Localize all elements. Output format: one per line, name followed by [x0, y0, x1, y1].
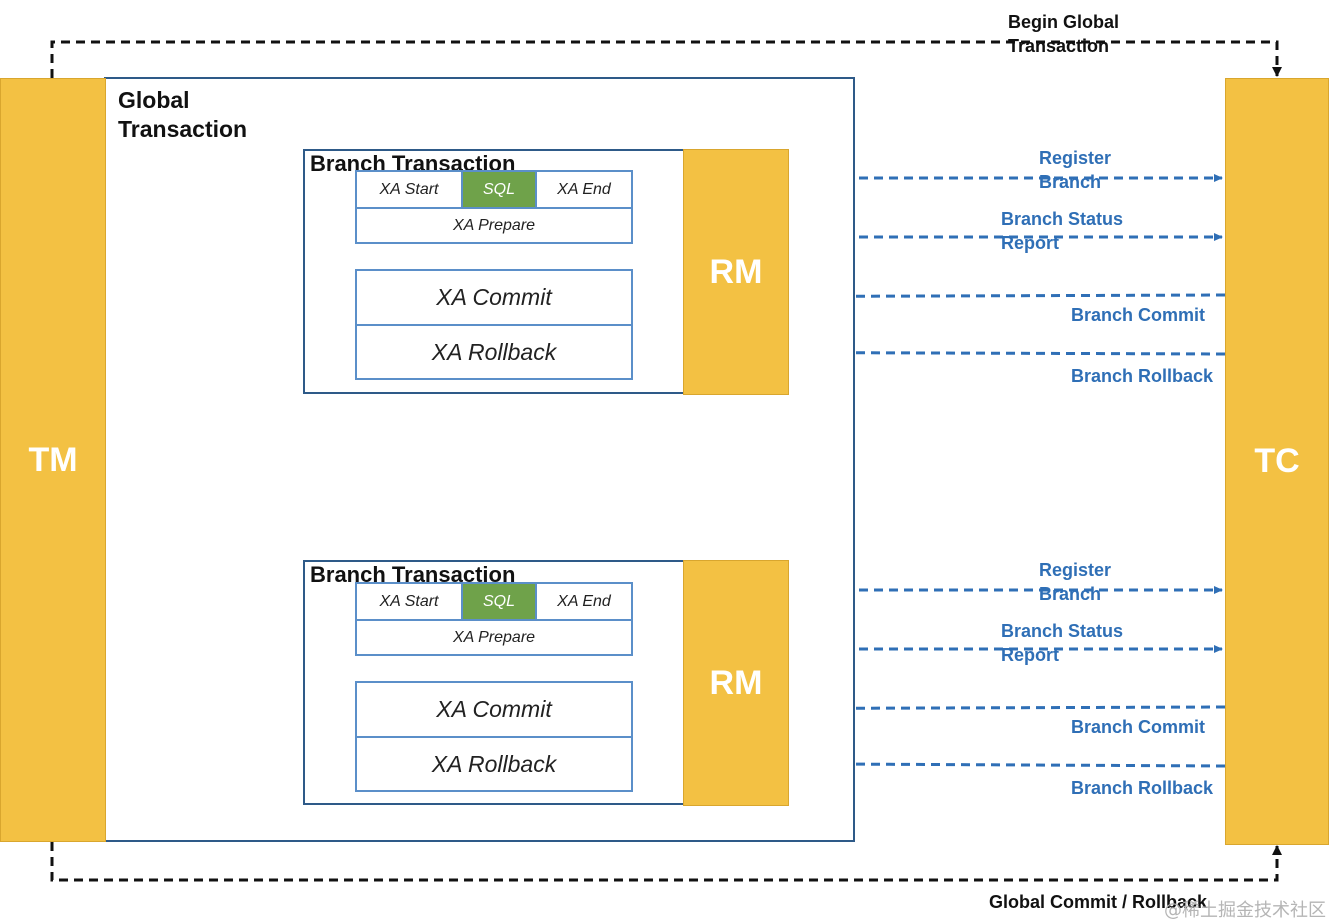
branch-rollback-label-2: Branch Rollback: [1071, 778, 1214, 798]
register-branch-label-2: Register Branch: [1039, 560, 1112, 604]
branch-status-report-label-2: Branch Status Report: [1001, 621, 1124, 665]
xa-commit-cell-1: XA Commit: [355, 269, 633, 326]
sql-cell-2: SQL: [461, 582, 537, 621]
tm-label: TM: [28, 440, 78, 479]
xa-end-cell-2: XA End: [535, 582, 633, 621]
begin-global-arrow: [50, 40, 1282, 78]
xa-end-cell-1: XA End: [535, 170, 633, 209]
branch-commit-label-1: Branch Commit: [1071, 305, 1206, 325]
branch-rollback-label-1: Branch Rollback: [1071, 366, 1214, 386]
branch-status-report-label-1: Branch Status Report: [1001, 209, 1124, 253]
branch-commit-arrow-1: [635, 292, 1226, 301]
global-commit-rollback-arrow: [50, 842, 1282, 882]
xa-rollback-cell-2: XA Rollback: [355, 736, 633, 792]
rm-label-2: RM: [709, 663, 763, 702]
branch-rollback-arrow-1: [635, 348, 1226, 357]
global-transaction-line1: Global: [118, 87, 190, 113]
tc-label: TC: [1254, 442, 1300, 480]
global-transaction-title: Global Transaction: [118, 86, 247, 144]
xa-start-cell-2: XA Start: [355, 582, 463, 621]
xa-prepare-cell-2: XA Prepare: [355, 619, 633, 656]
global-commit-rollback-label: Global Commit / Rollback: [989, 892, 1208, 912]
rm-block-1: RM: [683, 149, 789, 395]
global-transaction-line2: Transaction: [118, 115, 248, 142]
xa-prepare-cell-1: XA Prepare: [355, 207, 633, 244]
xa-commit-cell-2: XA Commit: [355, 681, 633, 738]
branch-commit-arrow-2: [635, 704, 1226, 713]
xa-rollback-cell-1: XA Rollback: [355, 324, 633, 380]
rm-label-1: RM: [709, 252, 763, 291]
rm-block-2: RM: [683, 560, 789, 806]
tc-pillar: TC: [1225, 78, 1329, 845]
watermark: @稀土掘金技术社区: [1164, 900, 1326, 921]
register-branch-label-1: Register Branch: [1039, 148, 1112, 192]
sql-cell-1: SQL: [461, 170, 537, 209]
begin-global-transaction-label: Begin Global Transaction: [1008, 12, 1120, 56]
xa-start-cell-1: XA Start: [355, 170, 463, 209]
tm-pillar: TM: [0, 78, 106, 842]
branch-rollback-arrow-2: [635, 759, 1226, 768]
branch-commit-label-2: Branch Commit: [1071, 717, 1206, 737]
